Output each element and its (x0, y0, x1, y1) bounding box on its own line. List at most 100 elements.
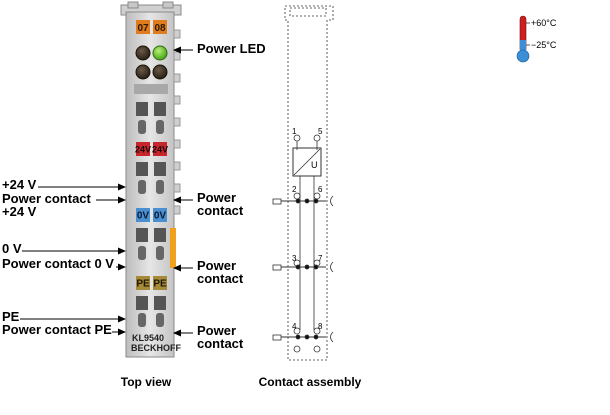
arrow-power-contact-3-head (173, 329, 181, 337)
badge-pe-right (153, 276, 167, 290)
rail-0v-node-1 (295, 264, 301, 270)
label-power-contact-24-line2: +24 V (2, 204, 37, 219)
label-power-contact-3-line1: Power (197, 323, 236, 338)
contact-4-circle (293, 327, 301, 335)
badge-24v-right-text: 24V (152, 145, 168, 155)
label-power-contact-1-line1: Power (197, 190, 236, 205)
label-power-contact-24-line1: Power contact (2, 191, 92, 206)
rail-0v-node-2 (304, 264, 310, 270)
wire-entry-6[interactable] (156, 180, 164, 194)
label-zero-v: 0 V (2, 241, 22, 256)
rail-24v-node-3 (313, 198, 319, 204)
contact-number-4: 4 (292, 322, 297, 331)
badge-pe-left-text: PE (136, 279, 150, 290)
spring-release-2[interactable] (136, 162, 148, 176)
badge-0v-left (136, 208, 150, 222)
badge-0v-right (153, 208, 167, 222)
temperature-max: +60°C (531, 18, 557, 28)
rail-pe (272, 331, 334, 343)
model-name: KL9540 (132, 333, 164, 343)
badge-0v-right-text: 0V (154, 211, 167, 222)
right-labels: Power LED Power contact Power contact Po… (173, 41, 266, 351)
orange-side-tab (170, 228, 176, 268)
wire-entry-5[interactable] (156, 120, 164, 134)
rail-24v (272, 195, 334, 207)
arrow-power-contact-1-head (173, 196, 181, 204)
terminal-block-1 (136, 102, 166, 134)
arrow-plus24v-head (118, 183, 126, 191)
contact-pe-bottom-left (293, 345, 301, 353)
terminal-block-2 (136, 162, 166, 194)
arrow-pc24-head (118, 196, 126, 204)
spring-release-5[interactable] (154, 102, 166, 116)
thermometer-cold-section (520, 40, 526, 54)
wire-entry-1[interactable] (138, 120, 146, 134)
arrow-pc0v-head (118, 263, 126, 271)
spring-release-3[interactable] (136, 228, 148, 242)
terminal-block-4 (136, 296, 166, 327)
badge-pe-right-text: PE (153, 279, 167, 290)
contact-assembly (272, 5, 334, 361)
wire-entry-3[interactable] (138, 246, 146, 260)
badge-pe-left (136, 276, 150, 290)
spring-release-4[interactable] (136, 296, 148, 310)
rail-pe-node-3 (313, 334, 319, 340)
rail-0v (272, 261, 334, 273)
contact-number-6: 6 (318, 185, 323, 194)
arrow-power-contact-2-head (173, 264, 181, 272)
label-power-contact-3-line2: contact (197, 336, 244, 351)
rail-0v-right-hook (330, 261, 334, 273)
contact-number-8: 8 (318, 322, 323, 331)
label-power-contact-1-line2: contact (197, 203, 244, 218)
wire-entry-8[interactable] (156, 313, 164, 327)
badge-08 (153, 20, 167, 34)
terminal-module: 07 08 24V 24V 0V (120, 1, 182, 358)
spring-release-6[interactable] (154, 162, 166, 176)
wire-entry-4[interactable] (138, 313, 146, 327)
power-led (152, 45, 168, 61)
contact-number-5: 5 (318, 127, 323, 136)
arrow-power-led-head (173, 46, 181, 54)
wire-entry-7[interactable] (156, 246, 164, 260)
rail-24v-left-tab (272, 198, 282, 205)
badge-07 (136, 20, 150, 34)
label-power-contact-2-line2: contact (197, 271, 244, 286)
latch-tab-left (127, 1, 139, 9)
caption-top-view: Top view (121, 375, 172, 389)
contact-number-2: 2 (292, 185, 297, 194)
wire-entry-2[interactable] (138, 180, 146, 194)
assembly-outline (284, 5, 334, 361)
label-power-contact-0v: Power contact 0 V (2, 256, 114, 271)
module-housing (125, 11, 175, 358)
rail-pe-right-hook (330, 331, 334, 343)
led-dark-1 (135, 45, 151, 61)
contact-number-1: 1 (292, 127, 297, 136)
badge-07-text: 07 (137, 23, 149, 34)
rail-0v-left-tab (272, 264, 282, 271)
converter-symbol: U (311, 160, 318, 170)
badge-0v-left-text: 0V (137, 211, 150, 222)
rail-pe-node-1 (295, 334, 301, 340)
label-pe: PE (2, 309, 20, 324)
contact-number-7: 7 (318, 254, 323, 263)
thermometer-icon (516, 15, 530, 63)
badge-24v-left-text: 24V (135, 145, 151, 155)
housing-ribs (173, 29, 181, 215)
terminal-block-3 (136, 228, 166, 260)
assembly-latch-outline (289, 7, 327, 17)
rail-pe-node-2 (304, 334, 310, 340)
left-labels: +24 V Power contact +24 V 0 V Power cont… (2, 177, 126, 337)
arrow-pcpe-head (118, 328, 126, 336)
label-plus24v: +24 V (2, 177, 37, 192)
spring-release-8[interactable] (154, 296, 166, 310)
rail-pe-left-tab (272, 334, 282, 341)
rail-24v-node-1 (295, 198, 301, 204)
label-strip (134, 84, 168, 94)
contact-pe-bottom-right (313, 345, 321, 353)
spring-release-7[interactable] (154, 228, 166, 242)
label-power-contact-2-line1: Power (197, 258, 236, 273)
brand-name: BECKHOFF (131, 343, 181, 353)
label-power-contact-pe: Power contact PE (2, 322, 112, 337)
led-number-badges: 07 08 (136, 20, 167, 34)
spring-release-1[interactable] (136, 102, 148, 116)
